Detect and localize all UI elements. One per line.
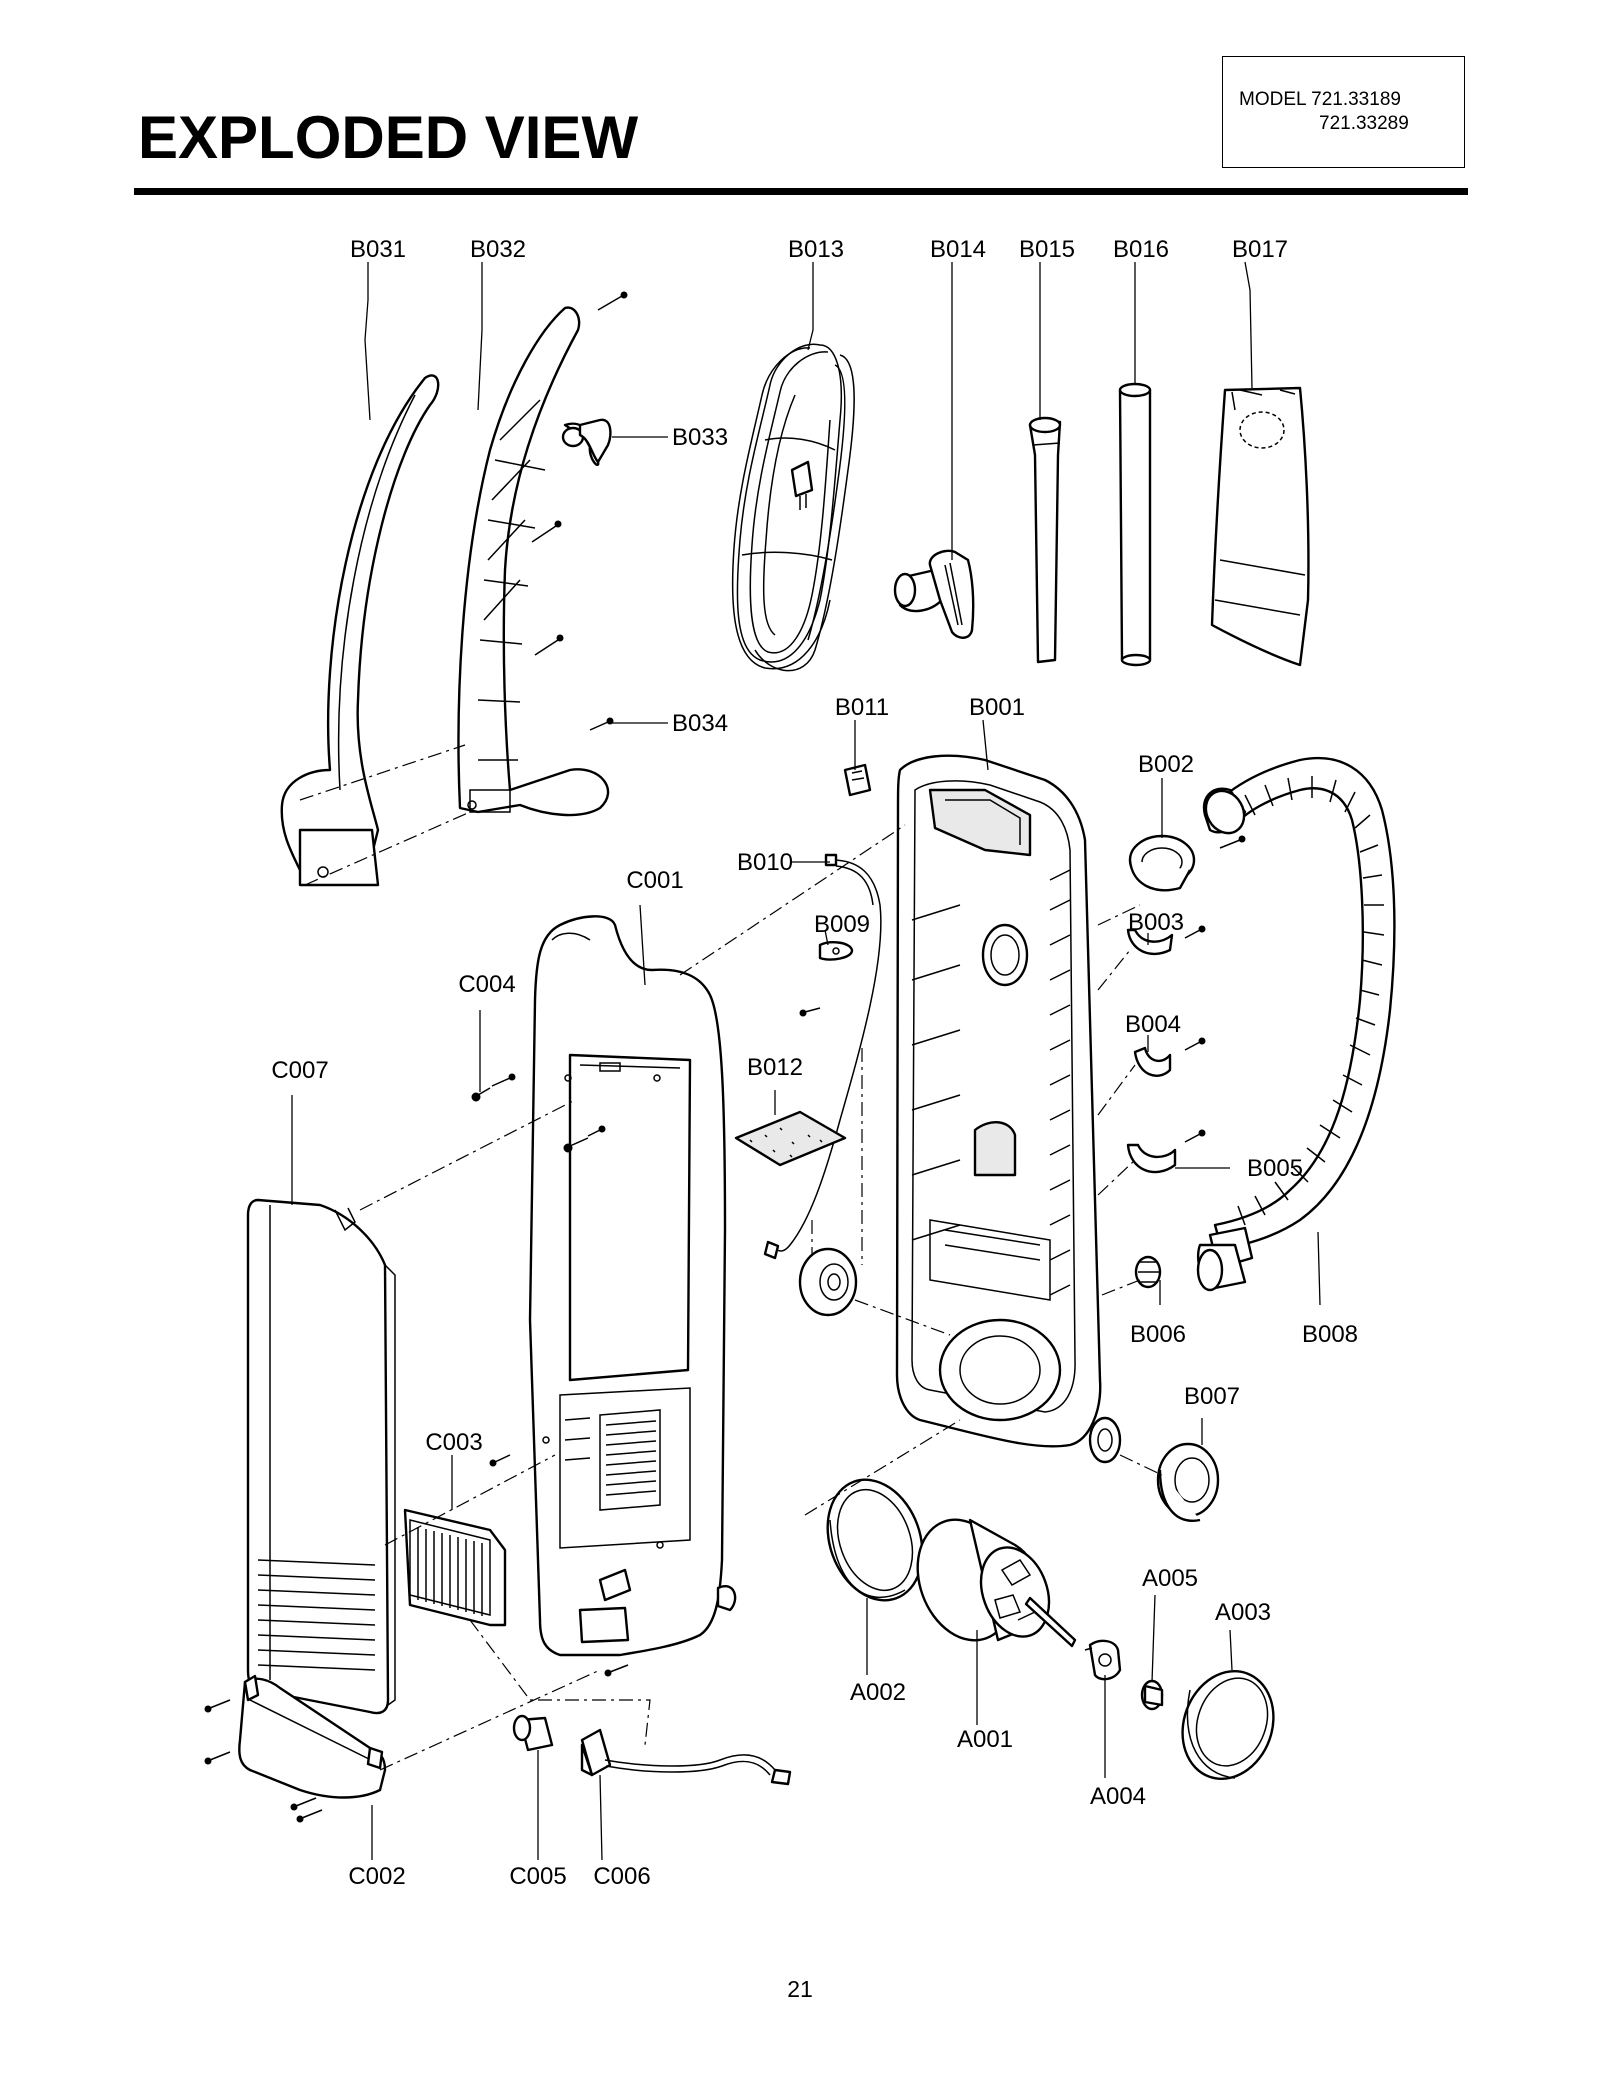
- label-B033: B033: [672, 424, 728, 451]
- part-B004-clip: [1133, 1037, 1206, 1077]
- label-B017: B017: [1232, 236, 1288, 263]
- label-B010: B010: [737, 849, 793, 876]
- part-A003-motor-cap-ring: [1181, 1669, 1275, 1781]
- label-B013: B013: [788, 236, 844, 263]
- label-A005: A005: [1142, 1565, 1198, 1592]
- model-number-1: MODEL 721.33189: [1239, 89, 1401, 110]
- label-B005: B005: [1247, 1155, 1303, 1182]
- part-B008-hose: [1196, 756, 1396, 1292]
- part-C006-light-socket: [580, 1728, 792, 1786]
- part-C002-bottom-bracket: [204, 1664, 629, 1823]
- label-C002: C002: [348, 1863, 405, 1890]
- front-wheel: [798, 1247, 858, 1317]
- part-C001-front-cover: [528, 915, 737, 1657]
- part-B033-latch: [561, 418, 612, 467]
- label-C006: C006: [593, 1863, 650, 1890]
- model-box: MODEL 721.33189 721.33289: [1222, 56, 1465, 168]
- handle-screws: [531, 291, 628, 731]
- part-B001-main-housing: [895, 754, 1122, 1464]
- label-B016: B016: [1113, 236, 1169, 263]
- label-B002: B002: [1138, 751, 1194, 778]
- part-B013-power-cord: [731, 343, 855, 672]
- label-C004: C004: [458, 971, 515, 998]
- part-B032-handle-frame: [457, 306, 610, 817]
- label-C005: C005: [509, 1863, 566, 1890]
- part-B014-dusting-brush: [893, 549, 975, 639]
- label-A004: A004: [1090, 1783, 1146, 1810]
- part-A005-bearing: [1140, 1679, 1164, 1711]
- part-B031-handle-cover: [280, 374, 440, 887]
- leader-lines: [291, 261, 1321, 1861]
- part-C005-light-bulb: [512, 1714, 554, 1752]
- label-B004: B004: [1125, 1011, 1181, 1038]
- label-A002: A002: [850, 1679, 906, 1706]
- part-B003-clip: [1126, 925, 1206, 956]
- label-B015: B015: [1019, 236, 1075, 263]
- label-A003: A003: [1215, 1599, 1271, 1626]
- part-C003-exhaust-filter: [403, 1454, 511, 1627]
- label-B014: B014: [930, 236, 986, 263]
- label-B001: B001: [969, 694, 1025, 721]
- label-B034: B034: [672, 710, 728, 737]
- part-B007-wheel-ring: [1156, 1442, 1220, 1522]
- label-B003: B003: [1128, 909, 1184, 936]
- label-B008: B008: [1302, 1321, 1358, 1348]
- page-number: 21: [787, 1976, 813, 2002]
- assembly-lines: [299, 744, 1163, 1771]
- title-rule: [134, 188, 1468, 195]
- part-B010-wire-harness: [763, 853, 882, 1260]
- part-B017-dust-bag: [1210, 386, 1310, 667]
- label-B006: B006: [1130, 1321, 1186, 1348]
- part-B016-extension-wand: [1118, 382, 1152, 667]
- part-B009-cord-clip: [799, 941, 854, 1017]
- label-A001: A001: [957, 1726, 1013, 1753]
- label-B009: B009: [814, 911, 870, 938]
- part-A001-motor: [916, 1518, 1077, 1648]
- label-B007: B007: [1184, 1383, 1240, 1410]
- label-C003: C003: [425, 1429, 482, 1456]
- label-B012: B012: [747, 1054, 803, 1081]
- label-B031: B031: [350, 236, 406, 263]
- part-A004-brush-holder: [1084, 1639, 1122, 1681]
- label-B032: B032: [470, 236, 526, 263]
- part-B011-switch: [843, 763, 872, 797]
- part-A002-motor-ring: [826, 1478, 924, 1602]
- label-B011: B011: [835, 694, 889, 721]
- model-number-2: 721.33289: [1319, 113, 1409, 134]
- part-B005-clip: [1126, 1129, 1206, 1174]
- label-C007: C007: [271, 1057, 328, 1084]
- part-B012-filter-pad: [734, 1110, 847, 1167]
- part-B006-roller: [1134, 1255, 1162, 1289]
- part-labels: B031 B032 B013 B014 B015 B016 B017 B033 …: [271, 236, 1358, 1890]
- label-C001: C001: [626, 867, 683, 894]
- part-B015-crevice-tool: [1028, 416, 1062, 664]
- part-B002-hose-collar: [1128, 834, 1246, 892]
- page-title: EXPLODED VIEW: [138, 104, 639, 171]
- part-C004-screws: [471, 1073, 606, 1153]
- part-C007-side-panel: [246, 1198, 396, 1715]
